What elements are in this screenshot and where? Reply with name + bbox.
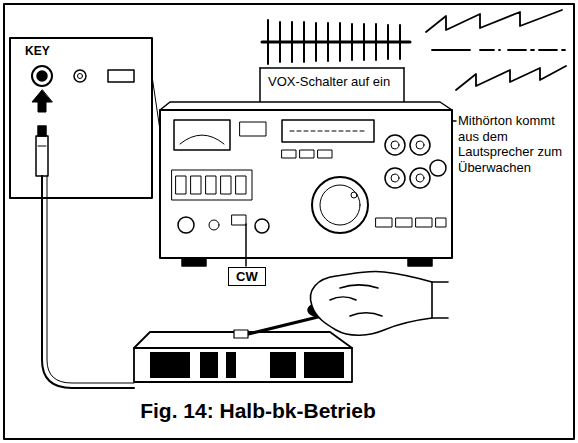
hand	[310, 271, 448, 335]
key-jack-inset	[10, 38, 160, 198]
transceiver	[160, 102, 452, 266]
mode-box: CW	[228, 267, 266, 286]
callout-text: Mithörton kommt aus dem Lautsprecher zum…	[458, 113, 568, 175]
radio-waves	[426, 10, 566, 90]
yagi-antenna	[262, 20, 410, 64]
frame	[4, 4, 574, 439]
callout-text: VOX-Schalter auf ein	[268, 74, 390, 90]
figure-caption: Fig. 14: Halb-bk-Betrieb	[100, 398, 416, 423]
key-cable	[47, 176, 134, 383]
cw-leader	[245, 224, 247, 266]
mode-label: CW	[236, 269, 258, 284]
jack-label: KEY	[25, 44, 50, 58]
key-cable	[42, 176, 134, 388]
